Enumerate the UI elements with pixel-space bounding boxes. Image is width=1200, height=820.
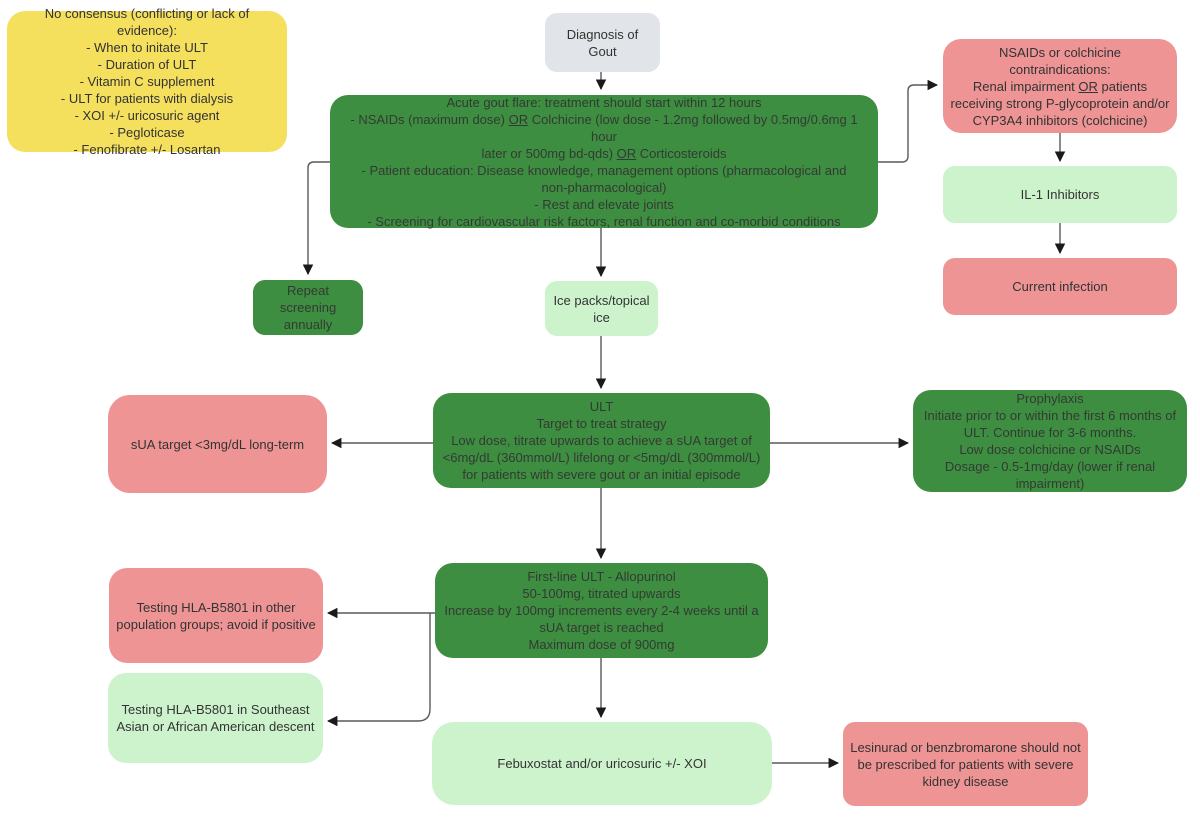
- node-sua-target: sUA target <3mg/dL long-term: [108, 395, 327, 493]
- connector-acute-to-repeat-screening: [302, 161, 330, 276]
- node-febuxostat: Febuxostat and/or uricosuric +/- XOI: [432, 722, 772, 805]
- connector-acute-to-contraindications: [878, 79, 939, 163]
- node-no-consensus: No consensus (conflicting or lack of evi…: [7, 6, 287, 157]
- node-il1-inhibitors: IL-1 Inhibitors: [943, 166, 1177, 223]
- node-nsaid-colchicine-contraindications: NSAIDs or colchicine contraindications:R…: [943, 39, 1177, 133]
- node-current-infection: Current infection: [943, 258, 1177, 315]
- node-diagnosis-of-gout: Diagnosis of Gout: [545, 13, 660, 72]
- node-acute-gout-flare: Acute gout flare: treatment should start…: [330, 95, 878, 229]
- connector-first-line-to-hla-southeast: [326, 613, 431, 727]
